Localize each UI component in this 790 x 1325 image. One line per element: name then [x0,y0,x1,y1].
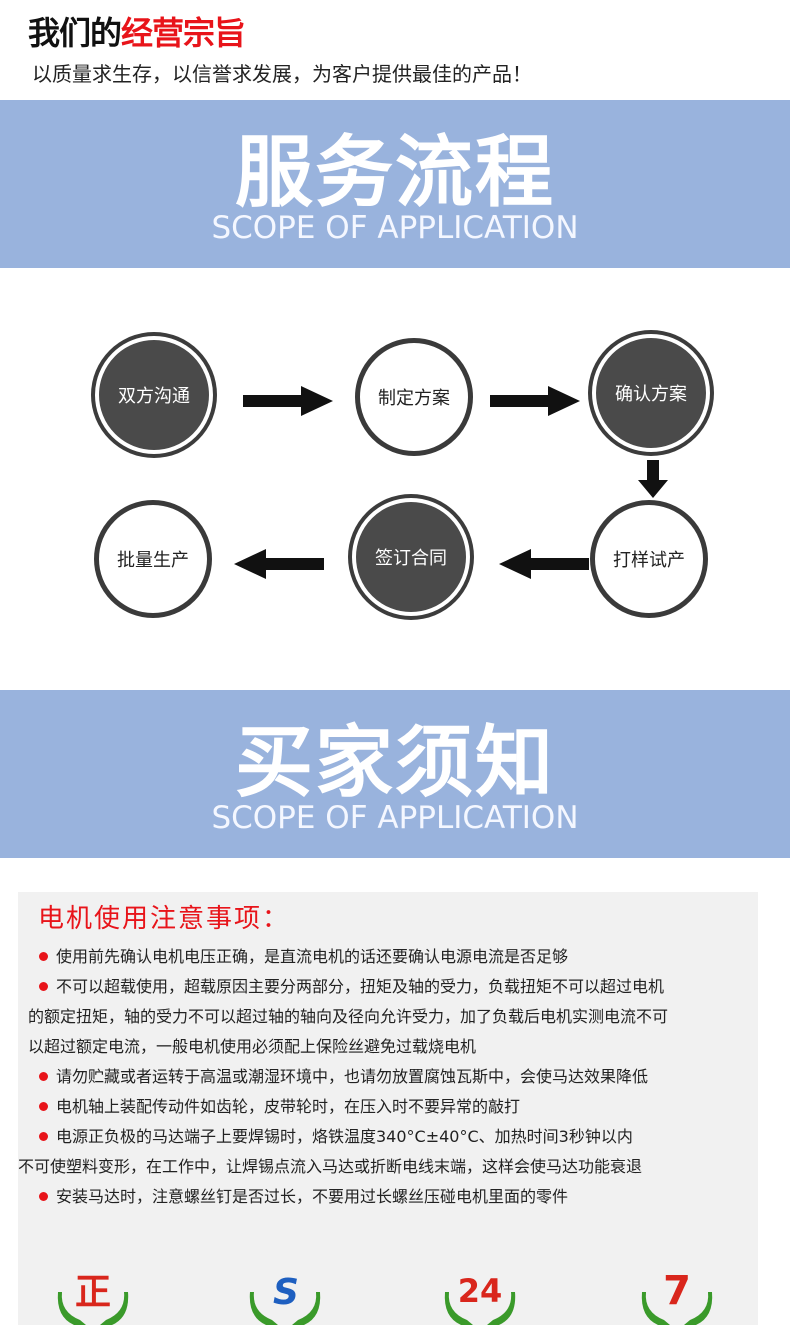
bullet-icon [39,1072,48,1081]
badge-text: S [273,1272,299,1313]
list-item: 不可使塑料变形，在工作中，让焊锡点流入马达或折断电线末端，这样会使马达功能衰退 [18,1152,758,1182]
list-item: 安装马达时，注意螺丝钉是否过长，不要用过长螺丝压碰电机里面的零件 [28,1182,758,1212]
list-item: 不可以超载使用，超载原因主要分两部分，扭矩及轴的受力，负载扭矩不可以超过电机 [28,972,758,1002]
arrow-down-icon [638,460,668,498]
service-process-subtitle: SCOPE OF APPLICATION [211,210,579,246]
flow-step-label: 双方沟通 [118,386,190,407]
list-item-text: 以超过额定电流，一般电机使用必须配上保险丝避免过载烧电机 [28,1037,477,1056]
flow-step-label: 确认方案 [615,384,687,405]
genuine-badge-icon: 正 [57,1272,129,1325]
list-item: 请勿贮藏或者运转于高温或潮湿环境中，也请勿放置腐蚀瓦斯中，会使马达效果降低 [28,1062,758,1092]
notice-title: 电机使用注意事项： [38,904,291,934]
bullet-icon [39,982,48,991]
service-flow-diagram: 双方沟通 制定方案 确认方案 打样试产 签订合同 批量生产 [0,268,790,690]
mission-subtitle: 以质量求生存，以信誉求发展，为客户提供最佳的产品！ [32,62,532,86]
24h-badge-icon: 24 [444,1272,516,1325]
list-item: 以超过额定电流，一般电机使用必须配上保险丝避免过载烧电机 [28,1032,758,1062]
list-item-text: 不可以超载使用，超载原因主要分两部分，扭矩及轴的受力，负载扭矩不可以超过电机 [56,977,665,996]
badge-text: 正 [75,1272,111,1313]
mission-header: 我们的经营宗旨 以质量求生存，以信誉求发展，为客户提供最佳的产品！ [0,0,790,100]
flow-step-production: 批量生产 [94,500,212,618]
list-item-text: 请勿贮藏或者运转于高温或潮湿环境中，也请勿放置腐蚀瓦斯中，会使马达效果降低 [56,1067,649,1086]
flow-step-confirm: 确认方案 [592,334,710,452]
list-item-text: 电机轴上装配传动件如齿轮，皮带轮时，在压入时不要异常的敲打 [56,1097,521,1116]
flow-step-communicate: 双方沟通 [95,336,213,454]
bullet-icon [39,1102,48,1111]
arrow-right-icon [490,386,580,416]
flow-step-label: 制定方案 [378,388,450,409]
badge-text: 7 [663,1268,691,1314]
bullet-icon [39,1192,48,1201]
list-item-text: 电源正负极的马达端子上要焊锡时，烙铁温度340°C±40°C、加热时间3秒钟以内 [56,1127,633,1146]
mission-title: 我们的经营宗旨 [28,8,246,54]
list-item-text: 的额定扭矩，轴的受力不可以超过轴的轴向及径向允许受力，加了负载后电机实测电流不可 [28,1007,669,1026]
buyer-notice-banner: 买家须知 SCOPE OF APPLICATION [0,690,790,858]
service-process-title: 服务流程 [234,128,555,218]
buyer-notice-title: 买家须知 [234,718,555,808]
arrow-left-icon [499,549,589,579]
list-item-text: 使用前先确认电机电压正确，是直流电机的话还要确认电源电流是否足够 [56,947,569,966]
list-item: 电机轴上装配传动件如齿轮，皮带轮时，在压入时不要异常的敲打 [28,1092,758,1122]
badge-text: 24 [458,1272,503,1310]
flow-step-plan: 制定方案 [355,338,473,456]
seven-day-badge-icon: 7 [641,1268,713,1325]
flow-step-contract: 签订合同 [352,498,470,616]
bullet-icon [39,1132,48,1141]
list-item: 使用前先确认电机电压正确，是直流电机的话还要确认电源电流是否足够 [28,942,758,972]
list-item: 电源正负极的马达端子上要焊锡时，烙铁温度340°C±40°C、加热时间3秒钟以内 [28,1122,758,1152]
flow-step-label: 签订合同 [375,548,447,569]
list-item-text: 不可使塑料变形，在工作中，让焊锡点流入马达或折断电线末端，这样会使马达功能衰退 [18,1157,643,1176]
mission-title-black: 我们的 [28,14,122,52]
service-process-banner: 服务流程 SCOPE OF APPLICATION [0,100,790,268]
arrow-right-icon [243,386,333,416]
flow-step-sample: 打样试产 [590,500,708,618]
service-badges: 正 S 24 7 [0,1262,790,1325]
buyer-notice-subtitle: SCOPE OF APPLICATION [211,800,579,836]
flow-step-label: 打样试产 [613,550,685,571]
mission-title-red: 经营宗旨 [121,14,246,52]
flow-step-label: 批量生产 [117,550,189,571]
bullet-icon [39,952,48,961]
list-item-text: 安装马达时，注意螺丝钉是否过长，不要用过长螺丝压碰电机里面的零件 [56,1187,569,1206]
arrow-left-icon [234,549,324,579]
speed-badge-icon: S [249,1272,321,1325]
motor-usage-notice: 电机使用注意事项： 使用前先确认电机电压正确，是直流电机的话还要确认电源电流是否… [18,892,758,1325]
list-item: 的额定扭矩，轴的受力不可以超过轴的轴向及径向允许受力，加了负载后电机实测电流不可 [28,1002,758,1032]
notice-list: 使用前先确认电机电压正确，是直流电机的话还要确认电源电流是否足够 不可以超载使用… [18,942,758,1212]
